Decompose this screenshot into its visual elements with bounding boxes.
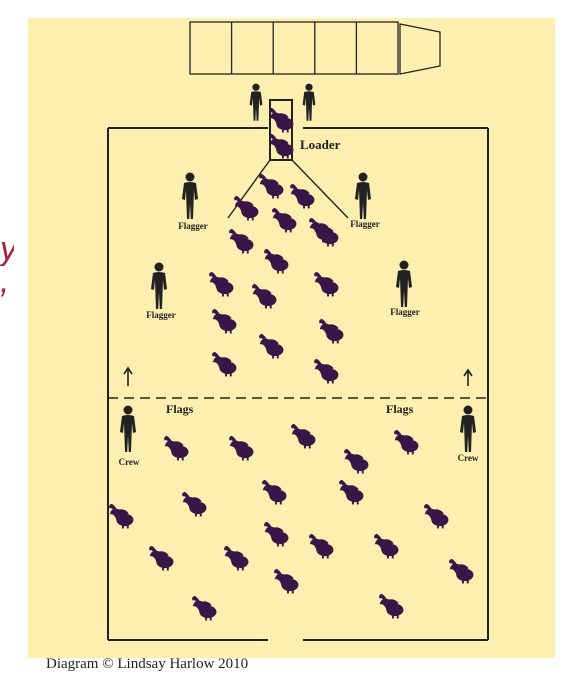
turkey-icon bbox=[379, 594, 403, 619]
turkey-icon bbox=[394, 430, 418, 455]
turkey-icon bbox=[274, 569, 298, 594]
turkey-icon bbox=[309, 534, 333, 559]
loading-chute bbox=[228, 100, 348, 218]
trailer-body bbox=[190, 22, 398, 74]
loader-label: Loader bbox=[300, 137, 341, 152]
turkey-icon bbox=[339, 480, 363, 505]
turkey-icon bbox=[259, 334, 283, 359]
turkey-icon bbox=[182, 492, 206, 517]
person-silhouette-icon bbox=[120, 406, 136, 453]
person-silhouette-icon bbox=[250, 84, 263, 121]
turkey-icon bbox=[192, 596, 216, 621]
turkey-icon bbox=[209, 272, 233, 297]
flags-label-left: Flags bbox=[166, 402, 194, 416]
diagram-caption: Diagram © Lindsay Harlow 2010 bbox=[46, 656, 248, 673]
turkey-icon bbox=[319, 319, 343, 344]
edge-text-fragment-2: , bbox=[0, 264, 14, 298]
turkey-icon bbox=[109, 504, 133, 529]
person-label: Crew bbox=[119, 457, 140, 467]
turkey-icon bbox=[212, 309, 236, 334]
turkey-icon bbox=[259, 174, 283, 199]
turkey-icon bbox=[149, 546, 173, 571]
turkey-icon bbox=[262, 480, 286, 505]
trailer bbox=[190, 22, 440, 74]
trailer-cab bbox=[400, 24, 440, 74]
labels-layer: Loader Flags Flags bbox=[166, 137, 414, 416]
person-silhouette-icon bbox=[396, 261, 412, 308]
turkey-icon bbox=[164, 436, 188, 461]
turkey-icon bbox=[272, 208, 296, 233]
turkey-icon bbox=[291, 424, 315, 449]
turkey-icon bbox=[264, 522, 288, 547]
turkey-icon bbox=[212, 352, 236, 377]
turkey-icon bbox=[290, 184, 314, 209]
turkey-icon bbox=[229, 436, 253, 461]
person-label: Flagger bbox=[350, 219, 380, 229]
up-arrow-icon bbox=[124, 368, 132, 386]
chute-right-wall bbox=[292, 160, 348, 218]
turkey-icon bbox=[314, 359, 338, 384]
person-label: Crew bbox=[458, 453, 479, 463]
turkey-icon bbox=[269, 134, 293, 159]
turkey-icon bbox=[449, 559, 473, 584]
person-label: Flagger bbox=[146, 310, 176, 320]
up-arrow-icon bbox=[464, 370, 472, 386]
turkey-icon bbox=[264, 249, 288, 274]
turkeys-layer bbox=[109, 108, 473, 621]
turkey-icon bbox=[314, 272, 338, 297]
person-silhouette-icon bbox=[303, 84, 316, 121]
person-label: Flagger bbox=[178, 221, 208, 231]
turkey-icon bbox=[374, 534, 398, 559]
edge-text-fragment-1: y bbox=[0, 232, 14, 266]
person-silhouette-icon bbox=[460, 406, 476, 453]
turkey-icon bbox=[252, 284, 276, 309]
turkey-icon bbox=[224, 546, 248, 571]
turkey-icon bbox=[234, 196, 258, 221]
person-silhouette-icon bbox=[151, 263, 167, 310]
person-label: Flagger bbox=[390, 307, 420, 317]
turkey-icon bbox=[269, 108, 293, 133]
person-silhouette-icon bbox=[355, 173, 371, 220]
turkey-icon bbox=[229, 229, 253, 254]
turkey-icon bbox=[424, 504, 448, 529]
turkey-icon bbox=[344, 449, 368, 474]
flags-label-right: Flags bbox=[386, 402, 414, 416]
person-silhouette-icon bbox=[182, 173, 198, 220]
